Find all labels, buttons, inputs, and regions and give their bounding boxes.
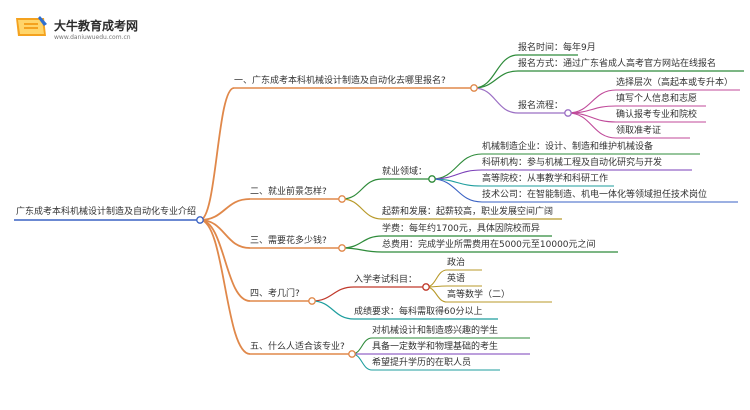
b4-node (308, 297, 316, 305)
b5-item: 对机械设计和制造感兴趣的学生 (372, 326, 499, 336)
b4-subject-item: 政治 (447, 258, 466, 268)
edge-b2-item (431, 153, 483, 180)
branch-4-label: 四、考几门? (250, 289, 300, 299)
b2-field: 就业领域： (382, 167, 428, 177)
b5-item: 希望提升学历的在职人员 (372, 358, 472, 368)
edge-b3-fee (341, 235, 383, 249)
branch-3-label: 三、需要花多少钱? (250, 236, 327, 246)
branch-5-label: 五、什么人适合该专业? (250, 342, 345, 352)
b2-item: 技术公司：在智能制造、机电一体化等领域担任技术岗位 (482, 190, 708, 200)
b1-flow-node (564, 109, 572, 117)
b4-subject-item: 高等数学（二） (447, 290, 511, 300)
b1-step: 选择层次（高起本或专升本） (616, 78, 734, 88)
b4-score: 成绩要求：每科需取得60分以上 (354, 307, 483, 317)
edge-root-b2 (199, 198, 251, 221)
b5-item: 具备一定数学和物理基础的考生 (372, 342, 499, 352)
edge-root-b1 (199, 87, 235, 221)
edge-b1-method (473, 70, 519, 89)
edge-b1-step (567, 112, 617, 139)
edge-root-b3 (199, 219, 251, 249)
b4-subject-node (422, 283, 430, 291)
edge-root-b4 (199, 219, 251, 302)
b1-method: 报名方式：通过广东省成人高考官方网站在线报名 (518, 59, 717, 69)
b3-node (338, 244, 346, 252)
b1-flow: 报名流程： (518, 101, 564, 111)
b1-step: 确认报考专业和院校 (616, 110, 698, 120)
b4-subject: 入学考试科目： (354, 275, 418, 285)
b2-item: 科研机构：参与机械工程及自动化研究与开发 (482, 158, 663, 168)
edge-root-b5 (199, 219, 251, 355)
b5-node (348, 350, 356, 358)
b2-item: 高等院校：从事教学和科研工作 (482, 174, 609, 184)
edge-b2-salary (341, 198, 383, 220)
brand-name[interactable]: 大牛教育成考网 (54, 19, 139, 33)
b3-fee: 学费：每年约1700元，具体因院校而异 (382, 224, 540, 234)
b2-item: 机械制造企业：设计、制造和维护机械设备 (482, 142, 654, 152)
b4-subject-item: 英语 (447, 274, 466, 284)
b1-time: 报名时间：每年9月 (518, 43, 596, 53)
edge-b2-item (431, 178, 483, 203)
edge-b4-score (311, 300, 355, 320)
edge-b3-total (341, 247, 383, 253)
edge-b2-field (341, 178, 383, 200)
root-node (196, 216, 204, 224)
b3-total: 总费用：完成学业所需费用在5000元至10000元之间 (382, 240, 596, 250)
b2-salary: 起薪和发展：起薪较高，职业发展空间广阔 (382, 207, 554, 217)
edge-b1-flow (473, 87, 519, 114)
branch-2-label: 二、就业前景怎样? (250, 187, 327, 197)
b2-node (338, 195, 346, 203)
edge-b4-subject-item (425, 286, 448, 303)
root-topic: 广东成考本科机械设计制造及自动化专业介绍 (16, 207, 197, 217)
branch-1-label: 一、广东成考本科机械设计制造及自动化去哪里报名? (234, 76, 446, 86)
b1-step: 领取准考证 (616, 126, 662, 136)
b1-node (470, 84, 478, 92)
edge-b4-subject-item (425, 269, 448, 288)
edge-b4-subject (311, 286, 355, 302)
brand-domain: www.daniuwuedu.com.cn (54, 34, 131, 41)
b2-field-node (428, 175, 436, 183)
brand-logo-icon (16, 16, 47, 36)
b1-step: 填写个人信息和志愿 (616, 94, 698, 104)
